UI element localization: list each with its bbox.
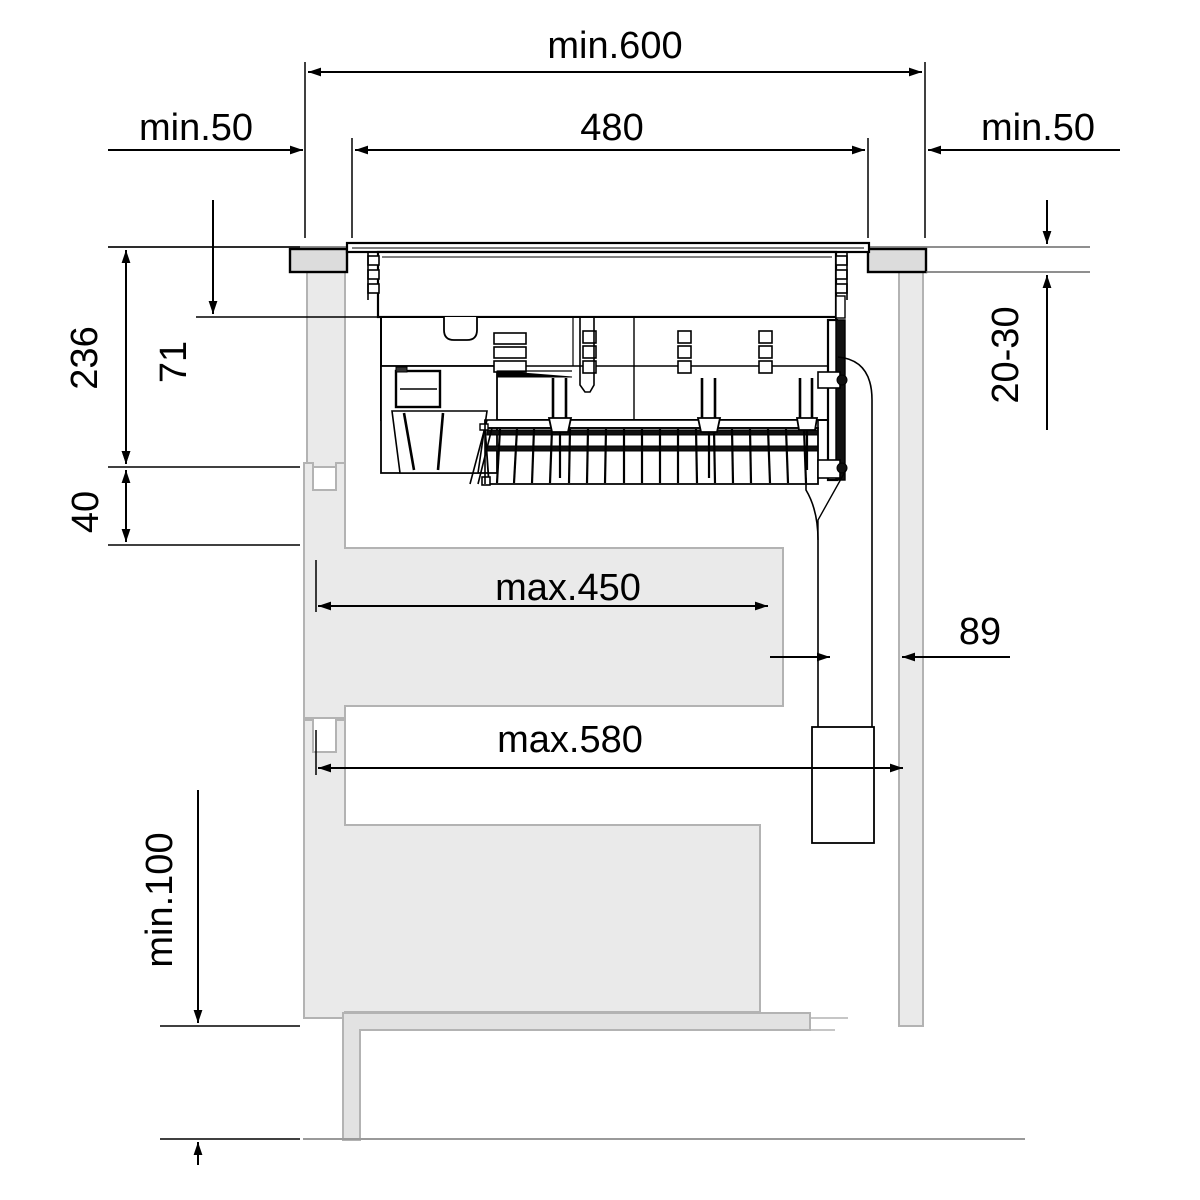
dimension-lines bbox=[108, 62, 1120, 1165]
left-upper-panel bbox=[306, 251, 346, 468]
dim-label-max580: max.580 bbox=[497, 719, 643, 761]
louvre-slot-group-d bbox=[758, 330, 773, 374]
funnel-rib-left bbox=[402, 412, 416, 471]
plinth-frame bbox=[342, 1012, 811, 1141]
inner-shelf-edge bbox=[496, 370, 573, 378]
worktop-right-slab bbox=[866, 247, 928, 274]
dim-label-40: 40 bbox=[65, 491, 107, 533]
hanger-pin-2 bbox=[696, 378, 722, 478]
left-lower-panel bbox=[303, 719, 761, 1019]
dim-label-min100: min.100 bbox=[139, 832, 181, 967]
hanger-pin-3 bbox=[795, 378, 819, 470]
duct-elbow-inner bbox=[817, 469, 847, 540]
appliance-upper-chassis bbox=[376, 250, 838, 319]
dim-label-min50-left: min.50 bbox=[139, 107, 253, 149]
dim-label-min50-right: min.50 bbox=[981, 107, 1095, 149]
louvre-slot-group-a bbox=[493, 332, 527, 373]
grille-bars bbox=[495, 428, 808, 484]
dim-label-min600: min.600 bbox=[547, 25, 682, 67]
cabinet-panels bbox=[303, 251, 1025, 1141]
left-clip-stack bbox=[367, 252, 380, 300]
dim-label-89: 89 bbox=[959, 611, 1001, 653]
mid-housing-notch bbox=[443, 317, 478, 341]
grille-frame-top bbox=[484, 419, 819, 429]
louvre-slot-group-c bbox=[677, 330, 692, 374]
dim-label-max450: max.450 bbox=[495, 567, 641, 609]
dim-label-236: 236 bbox=[64, 326, 106, 389]
dim-label-480: 480 bbox=[580, 107, 643, 149]
dim-label-2030: 20-30 bbox=[985, 306, 1027, 403]
left-middle-panel bbox=[303, 462, 784, 719]
left-fan-port-tab bbox=[395, 366, 408, 373]
right-wall-panel bbox=[898, 253, 924, 1027]
worktop-left-slab bbox=[288, 247, 349, 274]
funnel-rib-right bbox=[436, 412, 445, 471]
motor-box bbox=[811, 726, 875, 844]
dim-label-71: 71 bbox=[153, 341, 195, 383]
louvre-slot-group-b bbox=[579, 317, 597, 393]
appliance-body bbox=[345, 241, 875, 844]
hanger-pin-1 bbox=[547, 378, 573, 478]
right-clip-stack bbox=[835, 252, 848, 300]
